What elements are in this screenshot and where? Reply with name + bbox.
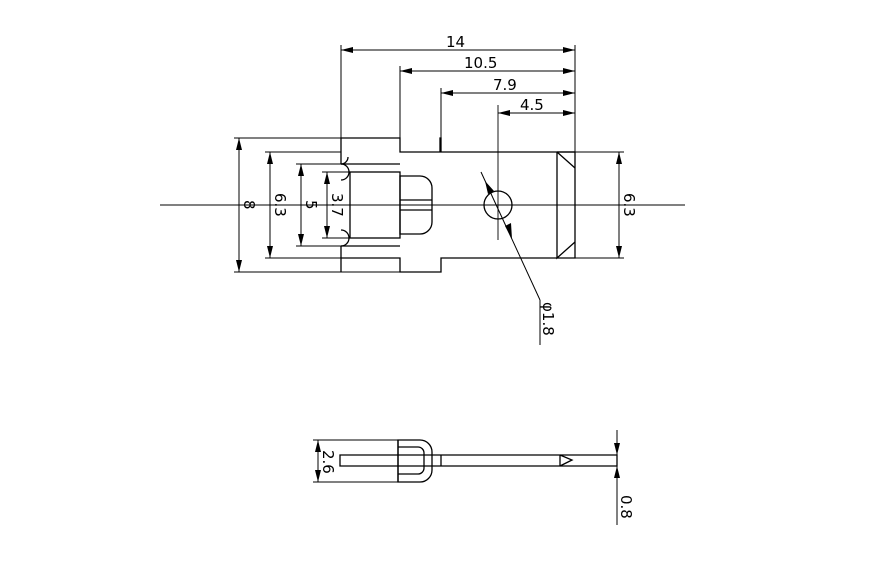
top-view: [160, 105, 685, 273]
right-dimension: 6.3: [575, 151, 638, 259]
right-chamfer: [556, 151, 576, 260]
upper-notch: [340, 156, 349, 165]
dim-3-7-label: 3.7: [328, 193, 346, 217]
dim-4-5-label: 4.5: [520, 96, 544, 114]
rounded-tab: [399, 175, 433, 235]
side-view: 2.6 0.8: [313, 430, 635, 525]
dim-0-8-label: 0.8: [617, 495, 635, 519]
barrel-profile: [397, 439, 433, 483]
top-dimensions: 14 10.5 7.9 4.5: [340, 33, 576, 152]
dim-2-6-label: 2.6: [319, 450, 337, 474]
hole-diameter-callout: φ1.8: [480, 171, 557, 345]
part-outline: [340, 137, 576, 273]
left-dimensions: 8 6.3 5 3.7: [234, 137, 400, 273]
dim-14-label: 14: [446, 33, 465, 51]
hole-diameter-label: φ1.8: [539, 302, 557, 336]
dim-5-label: 5: [302, 200, 320, 210]
dim-10-5-label: 10.5: [464, 54, 497, 72]
dim-right-6-3-label: 6.3: [620, 193, 638, 217]
barrel-inner: [398, 446, 425, 475]
dim-7-9-label: 7.9: [493, 76, 517, 94]
dim-left-6-3-label: 6.3: [271, 193, 289, 217]
blade: [339, 454, 618, 467]
blade-tip: [559, 454, 574, 467]
dim-8-label: 8: [240, 200, 258, 210]
